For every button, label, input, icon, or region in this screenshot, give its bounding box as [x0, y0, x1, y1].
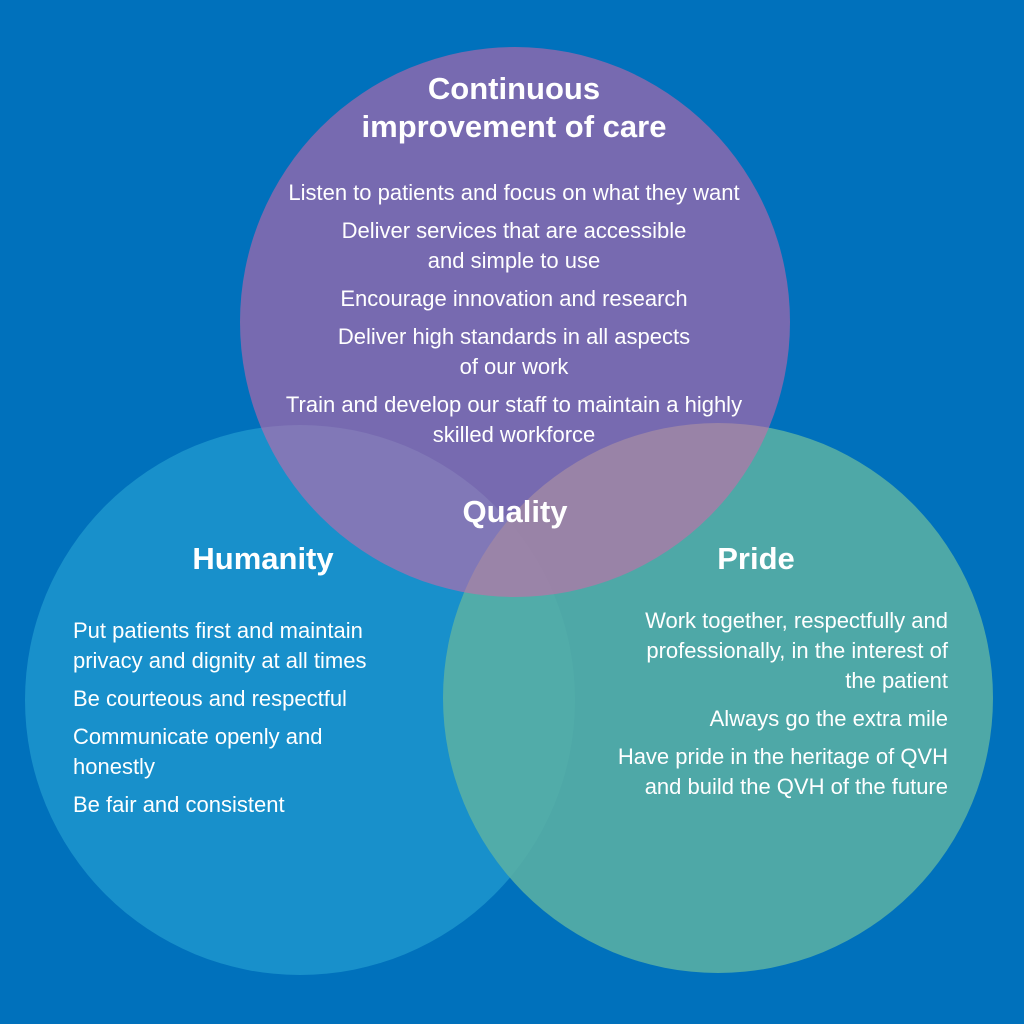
list-item: Have pride in the heritage of QVH and bu…	[617, 744, 948, 799]
pride-list: Work together, respectfully and professi…	[548, 606, 948, 802]
list-item: Deliver high standards in all aspects of…	[337, 324, 691, 379]
list-item: Listen to patients and focus on what the…	[288, 180, 740, 205]
quality-label: Quality	[462, 494, 568, 529]
list-item: Communicate openly and honestly	[73, 724, 323, 779]
continuous-improvement-circle	[240, 47, 790, 597]
humanity-list: Put patients first and maintain privacy …	[73, 616, 433, 820]
humanity-heading: Humanity	[192, 541, 334, 576]
list-item: Train and develop our staff to maintain …	[285, 392, 743, 447]
list-item: Work together, respectfully and professi…	[645, 608, 948, 693]
list-item: Always go the extra mile	[709, 706, 948, 731]
list-item: Encourage innovation and research	[340, 286, 688, 311]
list-item: Put patients first and maintain privacy …	[73, 618, 367, 673]
continuous-improvement-list: Listen to patients and focus on what the…	[256, 178, 772, 450]
list-item: Deliver services that are accessible and…	[341, 218, 687, 273]
list-item: Be courteous and respectful	[73, 686, 347, 711]
pride-heading: Pride	[717, 541, 795, 576]
continuous-improvement-heading: Continuous improvement of care	[361, 71, 667, 144]
list-item: Be fair and consistent	[73, 792, 285, 817]
